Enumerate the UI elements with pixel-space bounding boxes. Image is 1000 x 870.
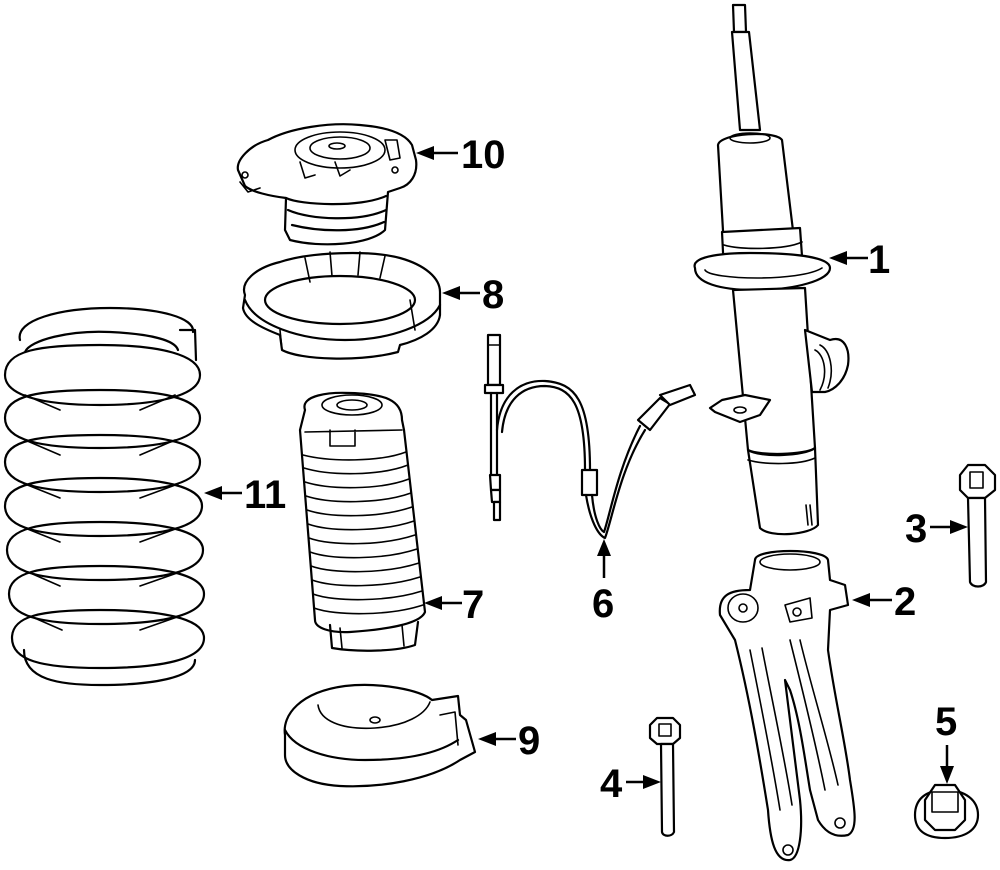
callout-11: 11 [204,473,286,517]
strut-mount-part[interactable] [236,123,418,246]
callout-11-arrowhead [204,486,222,500]
upper-spring-seat-part[interactable] [241,251,442,360]
callout-1-arrowhead [829,251,847,265]
callout-10-label[interactable]: 10 [461,133,506,177]
callout-4-arrowhead [643,775,661,789]
callout-5-label[interactable]: 5 [935,700,957,744]
callout-7: 7 [424,583,484,627]
spring-coils [3,343,206,687]
callout-9-label[interactable]: 9 [518,719,540,763]
coil-spring-part[interactable] [3,306,206,687]
callout-6: 6 [592,539,614,626]
boot-ribs [302,451,424,615]
callout-2-label[interactable]: 2 [894,580,916,624]
callout-10-arrowhead [416,146,434,160]
callout-3: 3 [905,507,968,551]
callout-9: 9 [478,719,540,763]
callout-6-label[interactable]: 6 [592,582,614,626]
callout-5: 5 [935,700,957,784]
knuckle-bolt-part[interactable] [648,716,682,837]
callout-9-arrowhead [478,732,496,746]
callout-8: 8 [442,273,504,317]
dust-boot-part[interactable] [298,391,427,652]
strut-assembly-part[interactable] [693,3,850,536]
callout-2: 2 [852,580,916,624]
callout-10: 10 [416,133,506,177]
callout-8-arrowhead [442,286,460,300]
callout-4: 4 [600,762,661,806]
callout-4-label[interactable]: 4 [600,762,623,806]
callout-6-arrowhead [597,539,611,556]
callout-1-label[interactable]: 1 [868,238,890,282]
callout-11-label[interactable]: 11 [244,473,286,517]
callout-8-label[interactable]: 8 [482,273,504,317]
flange-nut-part[interactable] [913,783,980,840]
callout-5-arrowhead [940,766,954,784]
abs-sensor-wire-part[interactable] [483,333,697,540]
strut-bolt-part[interactable] [958,463,997,588]
lower-spring-insulator-part[interactable] [283,683,477,788]
callout-7-label[interactable]: 7 [462,583,484,627]
callout-7-arrowhead [424,596,442,610]
steering-knuckle-part[interactable] [718,549,856,862]
callout-3-label[interactable]: 3 [905,507,927,551]
callout-2-arrowhead [852,593,870,607]
callout-3-arrowhead [950,520,968,534]
callout-1: 1 [829,238,890,282]
